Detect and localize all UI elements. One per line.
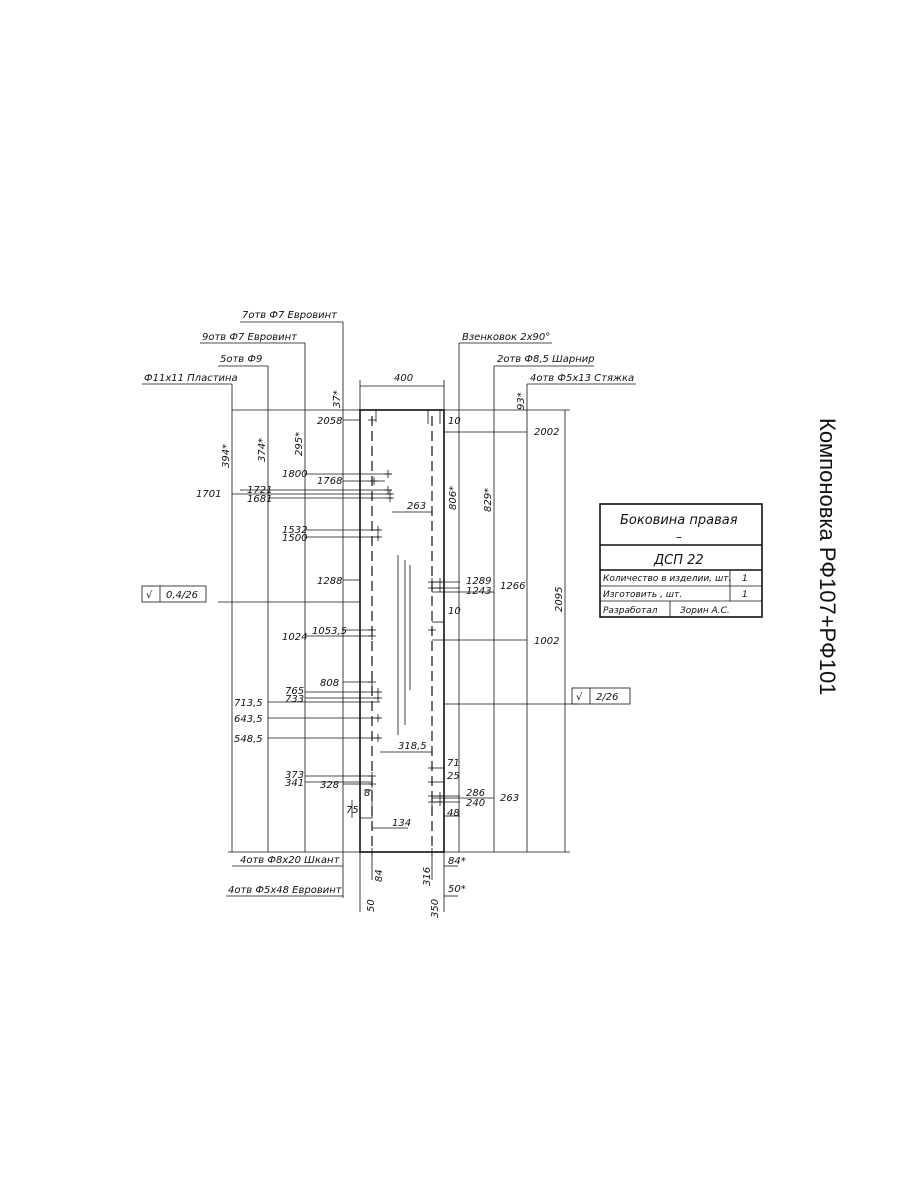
dim-829: 829*: [483, 488, 494, 512]
callout-5-9: 5отв Ф9: [220, 354, 262, 365]
dim-1266: 1266: [500, 581, 525, 592]
dim-2095: 2095: [554, 587, 565, 612]
dim-1721: 1721: [247, 485, 272, 496]
dim-400: 400: [394, 373, 413, 384]
dim-1532: 1532: [282, 525, 307, 536]
callout-hinge: 2отв Ф8,5 Шарнир: [497, 354, 595, 365]
dim-25: 25: [447, 771, 460, 782]
svg-text:0,4/26: 0,4/26: [166, 590, 198, 601]
callout-plate: Ф11х11 Пластина: [144, 373, 238, 384]
row-make-label: Изготовить , шт.: [603, 590, 682, 600]
dim-341: 341: [285, 778, 304, 789]
dim-75: 75: [346, 805, 359, 816]
callout-dowel: 4отв Ф8х20 Шкант: [240, 855, 341, 866]
dim-1053: 1053,5: [312, 626, 347, 637]
dim-8: 8: [364, 788, 370, 799]
dim-1800: 1800: [282, 469, 307, 480]
callout-7-euro: 7отв Ф7 Евровинт: [242, 310, 338, 321]
dim-318: 318,5: [398, 741, 427, 752]
dim-374: 374*: [257, 438, 268, 462]
dim-10-mid: 10: [448, 606, 461, 617]
dim-1768: 1768: [317, 476, 342, 487]
detail-outline: [360, 789, 373, 819]
dim-71: 71: [447, 758, 460, 769]
part-separator: –: [676, 530, 682, 544]
row-qty-value: 1: [742, 574, 748, 584]
dim-328: 328: [320, 780, 339, 791]
dim-373: 373: [285, 770, 304, 781]
dim-1500: 1500: [282, 533, 307, 544]
dim-263-top: 263: [407, 501, 426, 512]
callout-tie: 4отв Ф5х13 Стяжка: [530, 373, 634, 384]
dim-240: 240: [466, 798, 485, 809]
dim-263-bottom: 263: [500, 793, 519, 804]
dim-808: 808: [320, 678, 339, 689]
dim-733: 733: [285, 694, 304, 705]
dim-394: 394*: [221, 444, 232, 468]
dim-84-star: 84*: [448, 856, 466, 867]
sheet-title: Компоновка РФ107+РФ101: [815, 418, 840, 695]
dim-643: 643,5: [234, 714, 263, 725]
dim-286: 286: [466, 788, 485, 799]
dim-50-bottom: 50: [366, 899, 377, 912]
dim-713: 713,5: [234, 698, 263, 709]
dim-1289: 1289: [466, 576, 491, 587]
material: ДСП 22: [653, 553, 704, 568]
callout-9-euro: 9отв Ф7 Евровинт: [202, 332, 298, 343]
row-author-label: Разработал: [603, 606, 658, 616]
row-make-value: 1: [742, 590, 748, 600]
dim-1701: 1701: [196, 489, 221, 500]
dim-548: 548,5: [234, 734, 263, 745]
dim-134: 134: [392, 818, 411, 829]
dim-1002: 1002: [534, 636, 559, 647]
dim-1681: 1681: [247, 494, 272, 505]
dim-1243: 1243: [466, 586, 491, 597]
roughness-left: √ 0,4/26: [141, 585, 207, 603]
row-author-value: Зорин А.С.: [680, 606, 730, 616]
roughness-right: √ 2/26: [571, 687, 631, 705]
dim-37: 37*: [332, 390, 343, 408]
hole-markers: [368, 410, 444, 856]
callout-groove: Взенковок 2х90°: [462, 332, 550, 343]
svg-text:√: √: [576, 692, 583, 703]
dim-10-top: 10: [448, 416, 461, 427]
dim-295: 295*: [294, 432, 305, 456]
svg-text:√: √: [146, 590, 153, 601]
dim-48: 48: [447, 808, 460, 819]
row-qty-label: Количество в изделии, шт.: [603, 574, 731, 584]
svg-text:2/26: 2/26: [596, 692, 618, 703]
dim-2002: 2002: [534, 427, 559, 438]
dim-765: 765: [285, 686, 304, 697]
dim-1288: 1288: [317, 576, 342, 587]
callout-euro548: 4отв Ф5х48 Евровинт: [228, 885, 343, 896]
dim-93: 93*: [516, 392, 527, 410]
dim-1024: 1024: [282, 632, 307, 643]
dim-350: 350: [430, 899, 441, 918]
title-block: Боковина правая – ДСП 22 Количество в из…: [599, 503, 763, 618]
dim-50-star: 50*: [448, 884, 466, 895]
dim-806: 806*: [448, 486, 459, 510]
part-name: Боковина правая: [620, 513, 738, 528]
dim-2058: 2058: [317, 416, 342, 427]
dim-316: 316: [422, 867, 433, 886]
dim-84-bottom: 84: [374, 869, 385, 882]
